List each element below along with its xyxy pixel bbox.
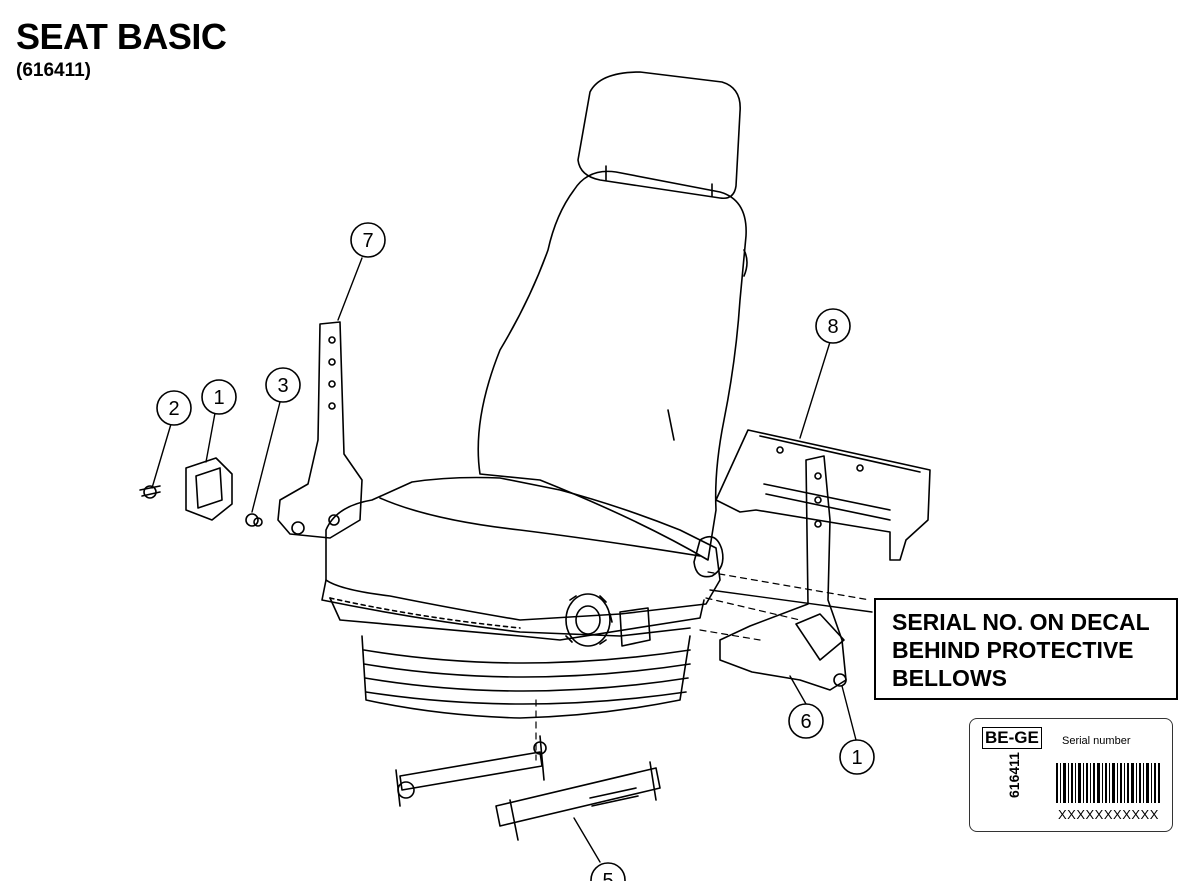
barcode-graphic <box>1056 763 1160 803</box>
callout-2: 2 <box>156 390 192 426</box>
svg-text:8: 8 <box>827 316 838 338</box>
callout-6: 6 <box>788 703 824 739</box>
guide-lines <box>535 571 871 761</box>
left-fasteners <box>139 457 263 527</box>
part-number-subtitle: (616411) <box>16 60 92 81</box>
leader-lines <box>151 257 873 863</box>
svg-text:6: 6 <box>800 711 811 733</box>
seat-cushion <box>325 476 721 621</box>
callout-5: 5 <box>590 862 626 881</box>
svg-text:7: 7 <box>362 230 373 252</box>
serial-decal: BE-GE Serial number 616411 XXXXXXXXXXX <box>969 718 1173 832</box>
svg-text:3: 3 <box>277 375 288 397</box>
backrest <box>477 170 747 561</box>
suspension-bellows <box>361 635 691 719</box>
callout-7: 7 <box>350 222 386 258</box>
callout-3: 3 <box>265 367 301 403</box>
diagram-title: SEAT BASIC <box>16 16 227 57</box>
callout-8: 8 <box>815 308 851 344</box>
decal-part-number: 616411 <box>1006 752 1022 798</box>
svg-text:5: 5 <box>602 870 613 881</box>
callout-1-left: 1 <box>201 379 237 415</box>
right-belt-bracket <box>715 429 931 561</box>
decal-brand: BE-GE <box>982 727 1042 749</box>
serial-note-line-1: SERIAL NO. ON DECAL <box>892 609 1150 635</box>
serial-note-line-2: BEHIND PROTECTIVE <box>892 637 1134 663</box>
left-armrest-bracket <box>277 321 363 539</box>
svg-text:1: 1 <box>851 747 862 769</box>
svg-text:2: 2 <box>168 398 179 420</box>
seat-base-frame <box>329 597 705 641</box>
decal-serial-label: Serial number <box>1062 735 1131 747</box>
svg-text:1: 1 <box>213 387 224 409</box>
adjustment-knob <box>565 593 651 647</box>
right-armrest-bracket <box>719 455 847 691</box>
slide-rails <box>395 735 661 841</box>
serial-location-note: SERIAL NO. ON DECAL BEHIND PROTECTIVE BE… <box>874 598 1178 700</box>
headrest <box>577 71 741 200</box>
serial-note-line-3: BELLOWS <box>892 665 1007 691</box>
decal-serial-value: XXXXXXXXXXX <box>1058 807 1159 822</box>
callout-1-right: 1 <box>839 739 875 775</box>
